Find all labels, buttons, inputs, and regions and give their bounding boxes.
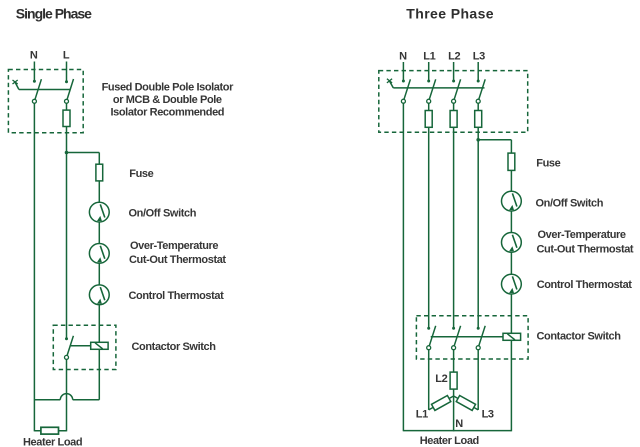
svg-text:N: N <box>399 50 407 62</box>
svg-text:Cut-Out Thermostat: Cut-Out Thermostat <box>129 254 226 266</box>
svg-text:L1: L1 <box>423 50 435 62</box>
svg-text:Single Phase: Single Phase <box>16 6 92 22</box>
svg-text:Over-Temperature: Over-Temperature <box>130 240 218 252</box>
svg-text:Fused Double Pole Isolator: Fused Double Pole Isolator <box>102 82 235 94</box>
svg-text:L3: L3 <box>473 50 485 62</box>
svg-text:Contactor Switch: Contactor Switch <box>132 341 217 353</box>
svg-text:Isolator Recommended: Isolator Recommended <box>110 106 224 118</box>
svg-text:or MCB & Double Pole: or MCB & Double Pole <box>113 94 222 106</box>
svg-text:L1: L1 <box>416 409 428 421</box>
svg-text:On/Off Switch: On/Off Switch <box>129 207 197 219</box>
svg-text:Control Thermostat: Control Thermostat <box>129 290 225 302</box>
svg-text:L: L <box>63 50 70 62</box>
svg-text:Fuse: Fuse <box>129 168 153 180</box>
svg-text:On/Off Switch: On/Off Switch <box>536 197 604 209</box>
svg-text:N: N <box>455 418 463 430</box>
svg-text:L3: L3 <box>482 409 494 421</box>
svg-text:N: N <box>30 50 38 62</box>
svg-text:L2: L2 <box>435 373 447 385</box>
svg-text:Heater Load: Heater Load <box>23 437 82 447</box>
svg-text:Fuse: Fuse <box>536 157 560 169</box>
svg-text:Three Phase: Three Phase <box>406 6 494 22</box>
svg-text:Contactor Switch: Contactor Switch <box>537 330 622 342</box>
svg-text:Over-Temperature: Over-Temperature <box>538 229 626 241</box>
svg-text:L2: L2 <box>448 50 460 62</box>
svg-text:Cut-Out Thermostat: Cut-Out Thermostat <box>537 243 634 255</box>
svg-text:Control Thermostat: Control Thermostat <box>537 279 633 291</box>
svg-text:Heater Load: Heater Load <box>420 435 479 447</box>
